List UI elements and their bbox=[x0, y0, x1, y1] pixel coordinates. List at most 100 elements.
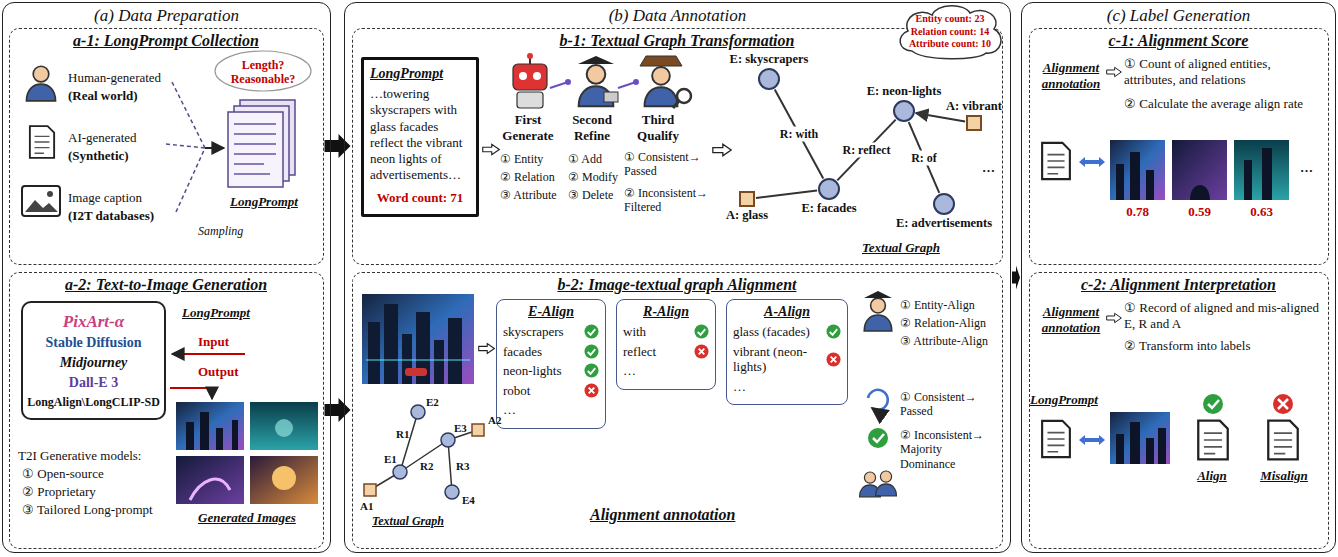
deco-rect bbox=[405, 368, 427, 376]
deco-path bbox=[234, 124, 276, 174]
text-label: Alignment annotation bbox=[590, 505, 735, 524]
align-item: neon-lights bbox=[503, 363, 562, 379]
text-label: Length? Reasonable? bbox=[222, 58, 304, 87]
text-label: Alignment annotation bbox=[1036, 60, 1106, 91]
relation-label: R: with bbox=[778, 127, 820, 142]
text-label: ② Proprietary bbox=[22, 484, 96, 500]
deco-rect bbox=[1234, 140, 1289, 200]
deco-use bbox=[864, 298, 892, 331]
text-label: 0.78 bbox=[1110, 204, 1165, 220]
text-label: ① Add bbox=[568, 152, 602, 166]
flow-arrow bbox=[1012, 266, 1020, 290]
align-row: glass (facades) bbox=[733, 324, 841, 340]
deco-use bbox=[30, 126, 54, 158]
text-label: R1 bbox=[396, 428, 409, 441]
deco-use bbox=[1107, 313, 1122, 322]
model-name: Dall-E 3 bbox=[27, 375, 160, 392]
graph-edge bbox=[909, 122, 940, 193]
prompt-document: LongPrompt…towering skyscrapers with gla… bbox=[361, 57, 479, 217]
text-label: ② Relation bbox=[500, 170, 555, 184]
text-label: ① Open-source bbox=[22, 466, 104, 482]
align-row: neon-lights bbox=[503, 363, 599, 379]
deco-circle bbox=[47, 191, 53, 197]
attribute-node: A: glass bbox=[739, 191, 755, 207]
deco-path bbox=[172, 353, 245, 355]
deco-rect bbox=[362, 294, 474, 384]
deco-path bbox=[673, 101, 679, 108]
align-item: facades bbox=[503, 344, 542, 360]
deco-ellipse bbox=[215, 51, 311, 91]
deco-use bbox=[1198, 421, 1227, 460]
deco-path bbox=[186, 412, 238, 450]
text-label: ① Entity-Align bbox=[900, 298, 975, 312]
align-item: … bbox=[623, 363, 636, 379]
subpanel-title: c-1: Alignment Score bbox=[1030, 29, 1328, 50]
graph-edge bbox=[916, 113, 965, 121]
attribute-label: A: vibrant bbox=[946, 99, 1002, 114]
model-name: Midjourney bbox=[27, 355, 160, 372]
icon-mark bbox=[698, 329, 706, 335]
align-item: … bbox=[503, 402, 516, 418]
sub-panel: b-1: Textual Graph TransformationLongPro… bbox=[352, 28, 1003, 265]
graph-edge bbox=[756, 190, 817, 197]
deco-use bbox=[1042, 421, 1070, 457]
deco-rect bbox=[228, 112, 283, 187]
deco-path bbox=[864, 291, 892, 298]
deco-circle bbox=[868, 428, 888, 448]
align-item: … bbox=[733, 379, 746, 395]
deco-use bbox=[876, 471, 897, 496]
deco-circle bbox=[275, 419, 293, 437]
icon-mark bbox=[830, 329, 838, 335]
text-label: ③ Attribute-Align bbox=[900, 334, 988, 348]
entity-label: E: facades bbox=[801, 201, 856, 216]
icon-mark bbox=[831, 356, 837, 362]
graph-edge bbox=[837, 120, 895, 181]
text-label: (I2T databases) bbox=[68, 208, 154, 224]
text-label: First Generate bbox=[500, 112, 556, 143]
entity-label: E: advertisements bbox=[896, 216, 992, 231]
deco-path bbox=[1208, 400, 1219, 408]
deco-path bbox=[1116, 148, 1272, 200]
count-text: Relation count: 14 bbox=[911, 26, 989, 39]
panel-title: (c) Label Generation bbox=[1022, 3, 1335, 26]
deco-rect bbox=[176, 456, 244, 504]
text-label: ① Count of aligned entities, attributes,… bbox=[1124, 56, 1324, 87]
model-name: Stable Diffusion bbox=[27, 335, 160, 352]
doc-title: LongPrompt bbox=[370, 66, 470, 82]
text-label: ① Consistent→ Passed bbox=[900, 390, 1000, 419]
text-label: R2 bbox=[420, 460, 433, 473]
deco-use bbox=[483, 144, 500, 155]
deco-path bbox=[190, 479, 230, 500]
count-text: Entity count: 23 bbox=[916, 13, 985, 26]
text-label: Textual Graph bbox=[862, 240, 940, 256]
align-heading: E-Align bbox=[503, 304, 599, 320]
deco-circle bbox=[1273, 394, 1293, 414]
icon-disc bbox=[584, 384, 598, 398]
align-heading: R-Align bbox=[623, 304, 709, 320]
relation-label: R: of bbox=[909, 150, 939, 165]
cross-icon bbox=[584, 383, 599, 398]
text-label: LongPrompt bbox=[182, 305, 250, 321]
align-row: with bbox=[623, 324, 709, 340]
icon-disc bbox=[826, 325, 840, 339]
text-label: Third Qualify bbox=[628, 112, 688, 143]
subpanel-title: c-2: Alignment Interpretation bbox=[1030, 273, 1328, 294]
entity-node: E: skyscrapers bbox=[758, 68, 780, 90]
deco-path bbox=[170, 388, 212, 399]
text-label: LongPrompt bbox=[1030, 392, 1098, 408]
text-label: ② Inconsistent→ Filtered bbox=[624, 186, 708, 215]
icon-disc bbox=[826, 352, 840, 366]
subpanel-title: a-2: Text-to-Image Generation bbox=[10, 273, 323, 294]
deco-use bbox=[1107, 67, 1122, 76]
cloud-outline bbox=[900, 6, 1001, 59]
deco-path bbox=[366, 359, 470, 361]
count-text: Attribute count: 10 bbox=[909, 38, 991, 51]
deco-path bbox=[868, 390, 888, 410]
text-label: Input bbox=[198, 334, 229, 350]
align-row: vibrant (neon-lights) bbox=[733, 344, 841, 375]
check-icon bbox=[584, 344, 599, 359]
deco-use bbox=[479, 344, 495, 354]
icon-disc bbox=[694, 325, 708, 339]
